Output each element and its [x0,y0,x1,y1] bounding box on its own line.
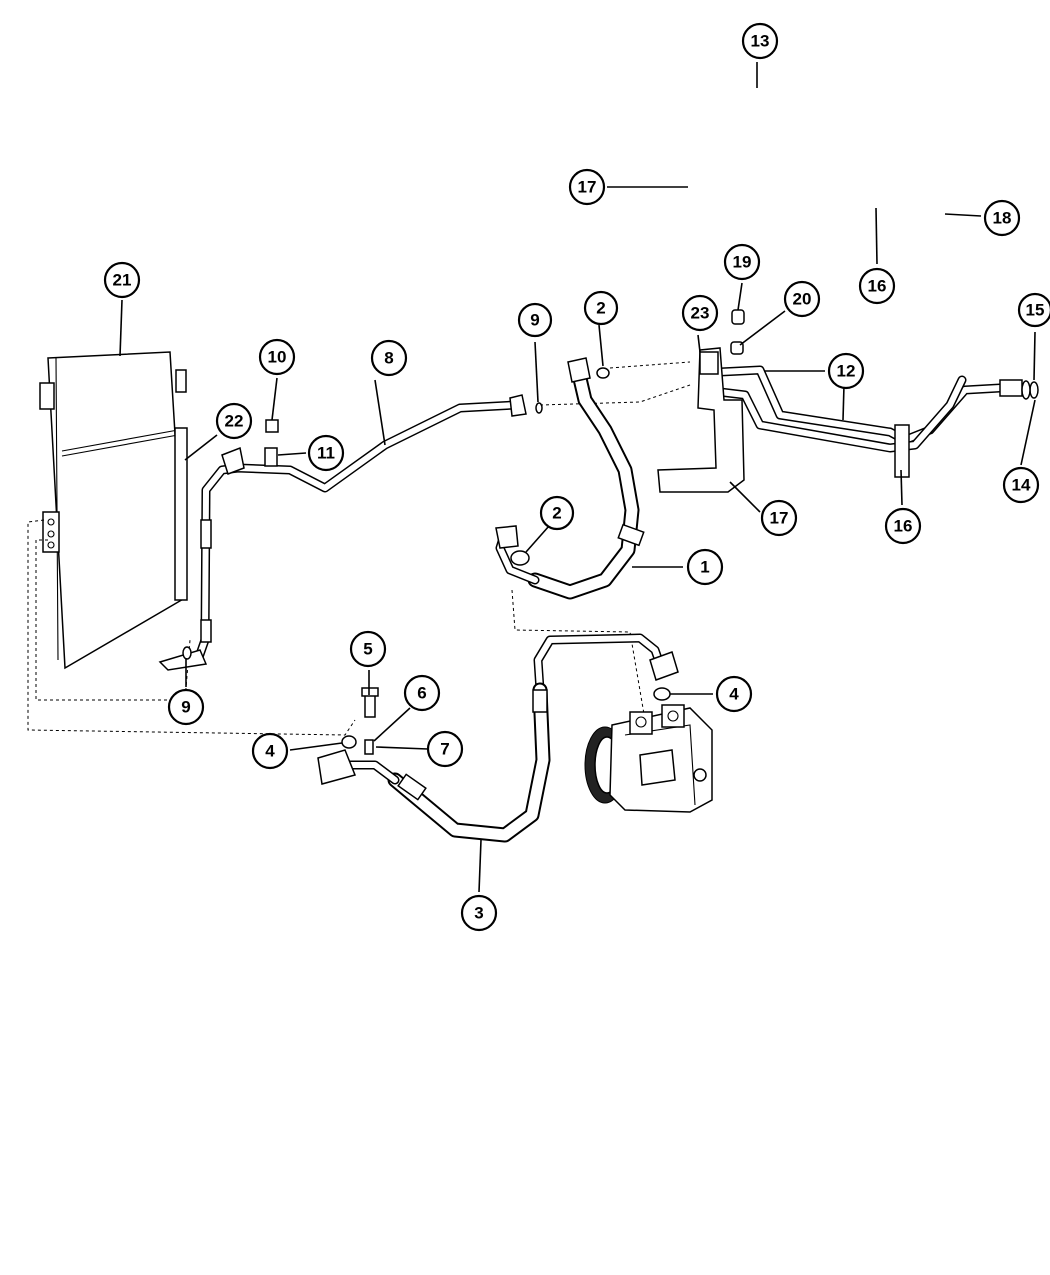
callout-11-label: 11 [317,444,335,463]
callout-23: 23 [681,294,719,332]
callout-18-label: 18 [993,209,1012,228]
callout-2-lower: 2 [539,495,575,531]
callout-21-label: 21 [113,271,132,290]
callout-5: 5 [349,630,387,668]
callout-10-label: 10 [268,348,287,367]
callout-12-label: 12 [837,362,856,381]
callout-11: 11 [307,434,345,472]
callout-1-label: 1 [700,558,709,577]
leader-lines [119,62,1036,893]
callout-14-label: 14 [1012,476,1031,495]
callout-22: 22 [215,402,253,440]
callout-3: 3 [460,894,498,932]
callout-9-lower-label: 9 [181,698,190,717]
callout-4-right-label: 4 [729,685,739,704]
evaporator-line-assembly [657,347,1039,493]
callout-9-upper-label: 9 [530,311,539,330]
callout-17-upper: 17 [568,168,606,206]
small-parts [182,309,745,755]
callout-2-upper: 2 [583,290,619,326]
callout-19: 19 [723,243,761,281]
callout-18: 18 [983,199,1021,237]
callout-3-label: 3 [474,904,483,923]
ac-compressor [584,704,713,813]
callout-6-label: 6 [417,684,426,703]
condenser-assembly [39,351,188,670]
callout-20: 20 [783,280,821,318]
callout-8: 8 [370,339,408,377]
routing-dashed-lines [27,361,691,736]
callout-12: 12 [827,352,865,390]
callout-16-upper-label: 16 [868,277,887,296]
callout-4-left: 4 [251,732,289,770]
callout-16-lower-label: 16 [894,517,913,536]
callout-5-label: 5 [363,640,372,659]
callout-15: 15 [1017,292,1050,328]
callout-20-label: 20 [793,290,812,309]
callout-17-lower: 17 [760,499,798,537]
callout-7: 7 [426,730,464,768]
suction-hose [495,357,645,600]
callout-9-lower: 9 [167,688,205,726]
callout-9-upper: 9 [517,302,553,338]
callout-4-left-label: 4 [265,742,275,761]
callout-4-right: 4 [715,675,753,713]
callout-17-upper-label: 17 [578,178,597,197]
callout-13-label: 13 [751,32,770,51]
callout-13: 13 [741,22,779,60]
callout-10: 10 [258,338,296,376]
callout-8-label: 8 [384,349,393,368]
discharge-line [317,633,679,843]
callout-2-lower-label: 2 [552,504,561,523]
callout-23-label: 23 [691,304,710,323]
callout-6: 6 [403,674,441,712]
callout-1: 1 [686,548,724,586]
callout-16-lower: 16 [884,507,922,545]
callout-21: 21 [103,261,141,299]
callout-16-upper: 16 [858,267,896,305]
callout-17-lower-label: 17 [770,509,789,528]
liquid-line [158,394,527,671]
callout-2-upper-label: 2 [596,299,605,318]
callout-15-label: 15 [1026,301,1045,320]
callout-22-label: 22 [225,412,244,431]
callout-7-label: 7 [440,740,449,759]
callout-14: 14 [1002,466,1040,504]
callout-19-label: 19 [733,253,752,272]
